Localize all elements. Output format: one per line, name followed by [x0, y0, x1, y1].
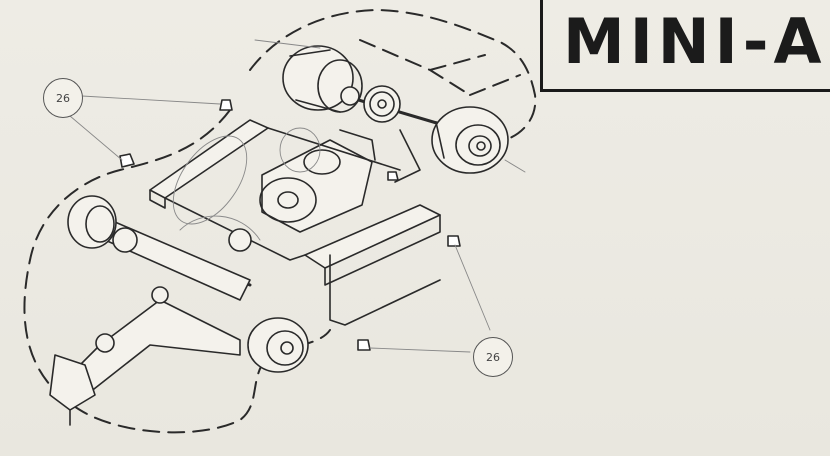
- screw-1: [219, 99, 233, 111]
- callout-label: 26: [56, 91, 70, 105]
- rear-axle: [340, 85, 442, 126]
- rear-right-wheel: [431, 106, 509, 174]
- guide-pickup: [49, 286, 241, 426]
- callout-part-number: 26: [473, 337, 513, 377]
- hidden-lines: [172, 127, 321, 241]
- screw-5: [387, 171, 399, 181]
- body-panel-lines: [359, 39, 521, 96]
- screw-4: [357, 339, 371, 351]
- model-title: MINI-A: [563, 5, 827, 78]
- chassis-frame: [149, 119, 441, 326]
- rear-left-wheel: [282, 45, 363, 113]
- title-frame: MINI-A: [540, 0, 830, 92]
- screw-3: [447, 235, 461, 247]
- front-right-wheel: [247, 317, 309, 373]
- front-left-wheel: [67, 195, 117, 249]
- callout-part-number: 26: [43, 78, 83, 118]
- screw-2: [119, 153, 135, 168]
- leader-lines: [69, 39, 526, 353]
- front-axle: [98, 221, 252, 301]
- motor: [259, 129, 376, 233]
- callout-label: 26: [486, 350, 500, 364]
